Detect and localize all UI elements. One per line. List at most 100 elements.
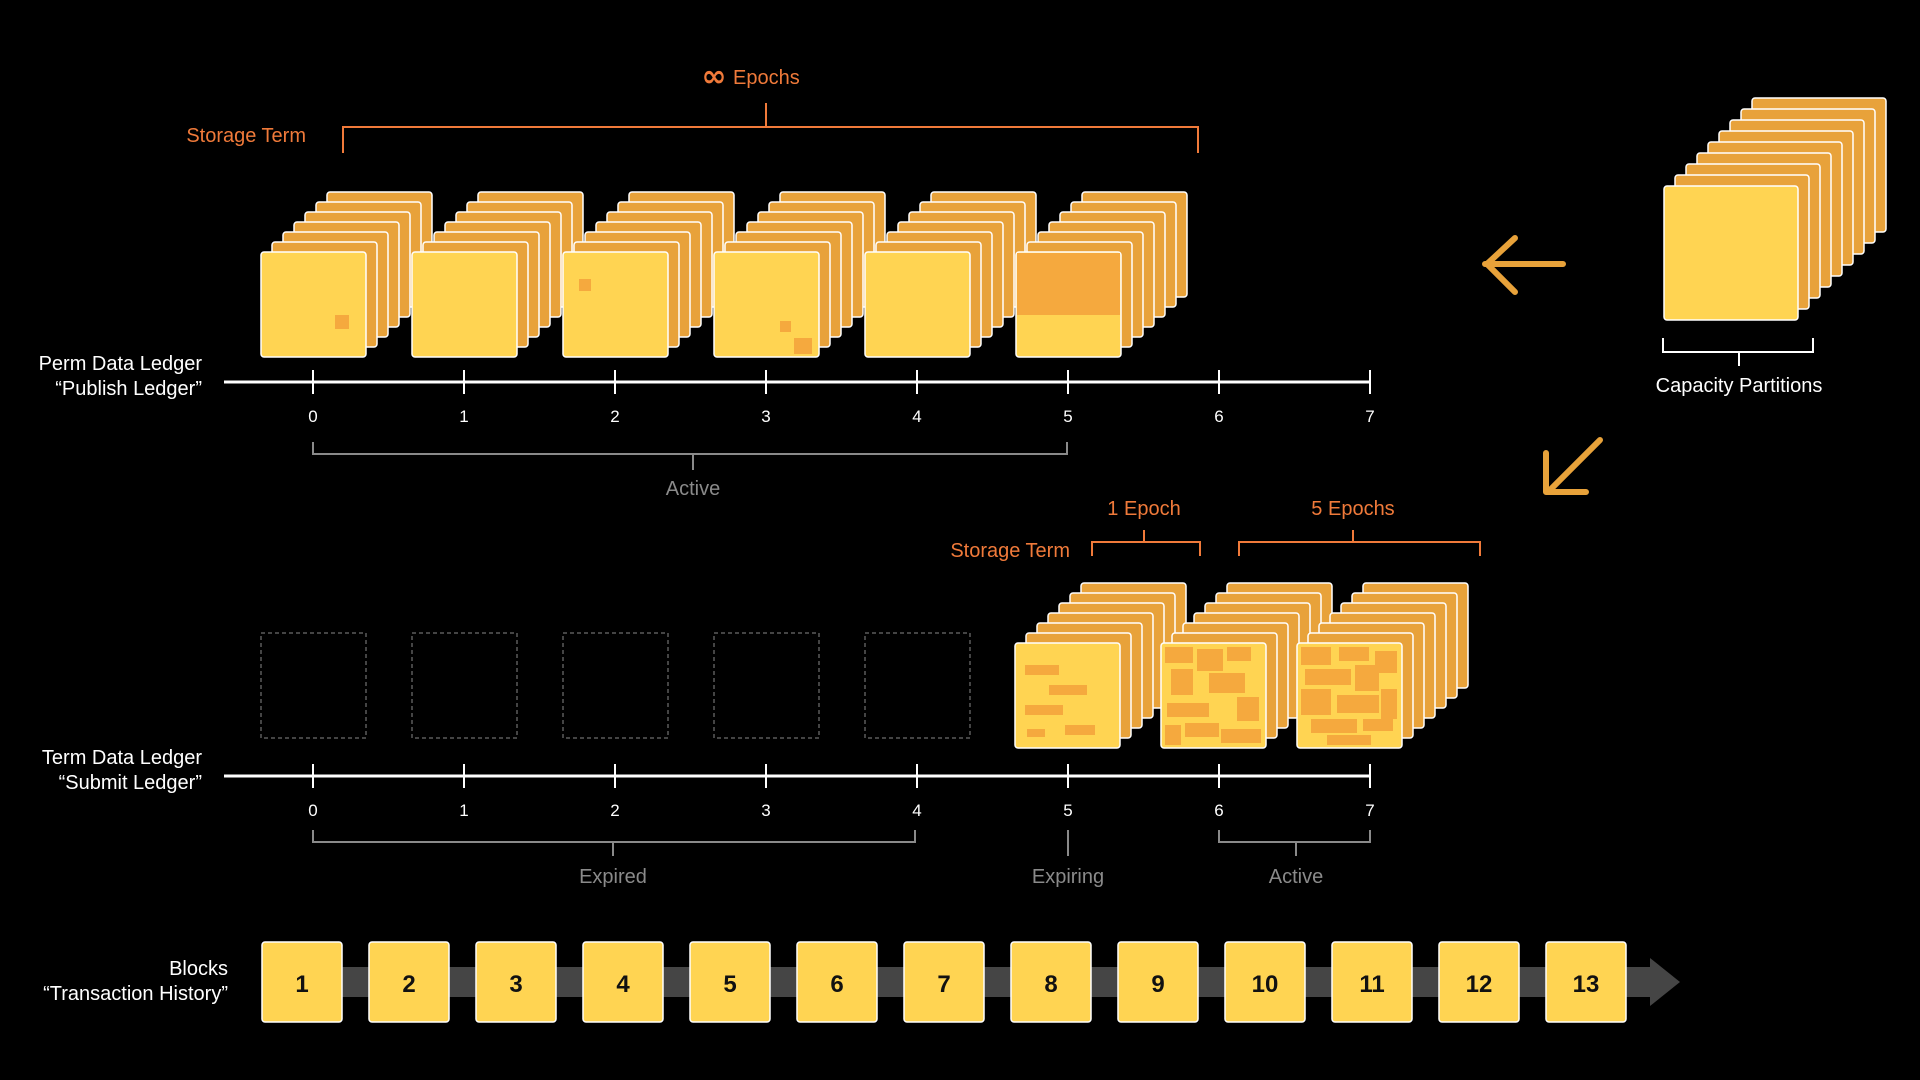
expired-slot <box>864 632 971 739</box>
capacity-bracket <box>1662 338 1814 366</box>
term-tick-label: 2 <box>610 801 619 820</box>
block-tile <box>261 941 343 1023</box>
term-tick-label: 1 <box>459 801 468 820</box>
block-tile <box>1331 941 1413 1023</box>
capacity-partition-stack <box>1663 97 1887 321</box>
chunk <box>1311 719 1357 733</box>
chunk <box>1221 729 1261 743</box>
perm-partition-stack <box>864 191 1037 358</box>
perm-partition-stack <box>713 191 886 358</box>
perm-active-bracket <box>312 442 1068 470</box>
perm-tick-label: 3 <box>761 407 770 426</box>
chunk <box>1185 723 1219 737</box>
block-tile <box>1117 941 1199 1023</box>
block: 8 <box>1010 941 1092 1023</box>
chunk <box>1363 719 1393 731</box>
chunk <box>1227 647 1251 661</box>
arrow-down-left-icon <box>1543 437 1603 495</box>
term-tick-label: 7 <box>1365 801 1374 820</box>
blocks-track-arrowhead-icon <box>1650 958 1680 1006</box>
chunk <box>1165 725 1181 745</box>
term-active-label: Active <box>1269 866 1323 888</box>
block: 2 <box>368 941 450 1023</box>
chunk <box>1027 729 1045 737</box>
chunk <box>1305 669 1351 685</box>
block-number: 13 <box>1573 971 1600 998</box>
term-partition-stacks <box>1014 582 1469 749</box>
term-tick-label: 6 <box>1214 801 1223 820</box>
perm-tick-label: 1 <box>459 407 468 426</box>
block-number: 2 <box>402 971 415 998</box>
perm-storage-term-bracket <box>342 103 1199 153</box>
block-tile <box>368 941 450 1023</box>
chunk <box>1355 665 1379 691</box>
perm-partition-stack <box>260 191 433 358</box>
term-partition-stack <box>1014 582 1187 749</box>
term-ledger-subtitle: “Submit Ledger” <box>59 772 202 794</box>
chunk <box>335 315 349 329</box>
block-tile <box>582 941 664 1023</box>
block-number: 10 <box>1252 971 1279 998</box>
partition-front <box>864 251 971 358</box>
block-number: 9 <box>1151 971 1164 998</box>
block-number: 7 <box>937 971 950 998</box>
block-tile <box>903 941 985 1023</box>
block: 1 <box>261 941 343 1023</box>
perm-tick-label: 5 <box>1063 407 1072 426</box>
chunk <box>1375 651 1397 673</box>
chunk <box>1065 725 1095 735</box>
chunk <box>1165 647 1193 663</box>
block-number: 3 <box>509 971 522 998</box>
block: 13 <box>1545 941 1627 1023</box>
term-expired-bracket <box>312 830 916 856</box>
block-tile <box>1438 941 1520 1023</box>
perm-tick-label: 2 <box>610 407 619 426</box>
perm-epochs-label: Epochs <box>733 67 800 89</box>
term-tick-label: 4 <box>912 801 921 820</box>
perm-ledger-title: Perm Data Ledger <box>39 353 203 375</box>
perm-partition-stack <box>562 191 735 358</box>
chunk <box>1237 697 1259 721</box>
chunk <box>1049 685 1087 695</box>
term-expiring-label: Expiring <box>1032 866 1104 888</box>
term-ledger: 1 Epoch 5 Epochs Storage Term Term Data … <box>42 498 1481 888</box>
term-one-epoch-label: 1 Epoch <box>1107 498 1180 520</box>
partition-front <box>1663 185 1799 321</box>
chunk <box>1167 703 1209 717</box>
expired-slot <box>562 632 669 739</box>
chunk <box>1171 669 1193 695</box>
partition-front <box>713 251 820 358</box>
perm-partition-stack <box>411 191 584 358</box>
block: 11 <box>1331 941 1413 1023</box>
term-tick-label: 0 <box>308 801 317 820</box>
term-storage-term-label: Storage Term <box>950 540 1070 562</box>
chunk <box>1025 665 1059 675</box>
expired-slot <box>260 632 367 739</box>
block-number: 1 <box>295 971 308 998</box>
block: 7 <box>903 941 985 1023</box>
block: 10 <box>1224 941 1306 1023</box>
chunk <box>1025 705 1063 715</box>
block-tile <box>1010 941 1092 1023</box>
block: 6 <box>796 941 878 1023</box>
block-number: 12 <box>1466 971 1493 998</box>
term-expired-slots <box>260 632 971 739</box>
expired-slot <box>411 632 518 739</box>
perm-partition-stack <box>1015 191 1188 358</box>
expired-slot <box>713 632 820 739</box>
perm-ledger-subtitle: “Publish Ledger” <box>55 378 202 400</box>
capacity-partitions: Capacity Partitions <box>1656 97 1887 397</box>
capacity-partitions-label: Capacity Partitions <box>1656 375 1823 397</box>
block-number: 4 <box>616 971 630 998</box>
block: 5 <box>689 941 771 1023</box>
chunk <box>1339 647 1369 661</box>
block-tile <box>1545 941 1627 1023</box>
partition-front <box>260 251 367 358</box>
chunk <box>780 321 791 332</box>
perm-tick-label: 0 <box>308 407 317 426</box>
term-partition-stack <box>1296 582 1469 749</box>
chunk <box>1197 649 1223 671</box>
term-one-epoch-bracket <box>1091 530 1201 556</box>
perm-tick-label: 6 <box>1214 407 1223 426</box>
